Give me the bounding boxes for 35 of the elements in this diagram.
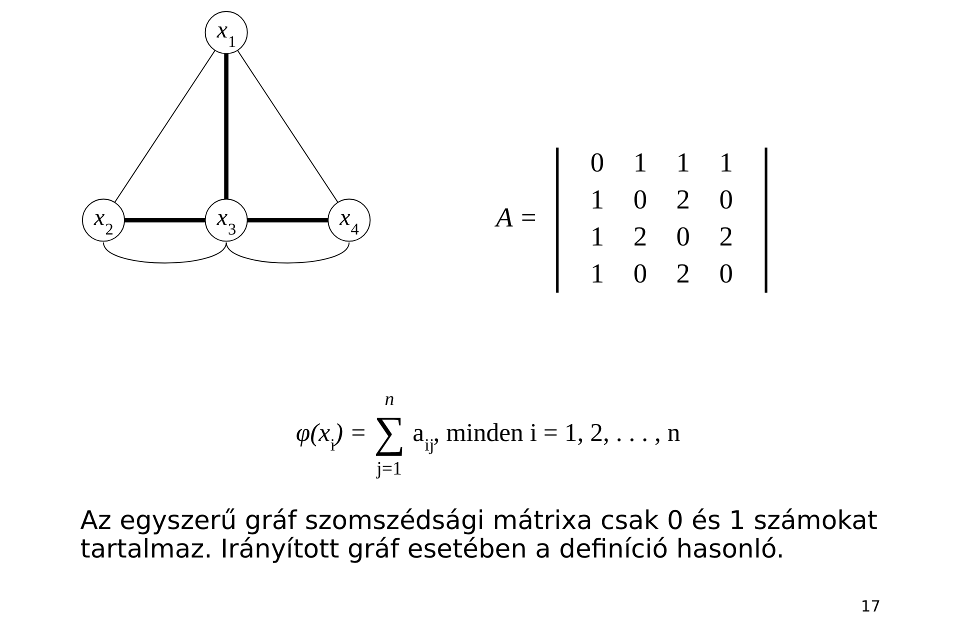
label: 2 bbox=[632, 222, 647, 252]
connector bbox=[124, 218, 205, 222]
label: φ(x$_{i}$) = bbox=[295, 418, 366, 454]
node-circle: x$_{1}$ bbox=[204, 11, 248, 54]
connector bbox=[102, 242, 226, 264]
connector bbox=[224, 54, 228, 200]
label: 0 bbox=[632, 184, 647, 215]
label: 17 bbox=[860, 598, 880, 616]
connector bbox=[236, 50, 338, 203]
label: n bbox=[384, 388, 394, 410]
label: 0 bbox=[676, 222, 690, 252]
label: 0 bbox=[590, 148, 604, 178]
label: 1 bbox=[676, 148, 690, 178]
label: ∑ bbox=[374, 408, 405, 456]
node-circle: x$_{2}$ bbox=[81, 198, 124, 242]
label: 1 bbox=[590, 222, 604, 252]
label: 0 bbox=[632, 258, 647, 289]
label: 2 bbox=[718, 222, 732, 252]
node-circle: x$_{4}$ bbox=[327, 198, 370, 242]
connector bbox=[225, 242, 350, 264]
label: 1 bbox=[718, 148, 732, 178]
label: 2 bbox=[676, 184, 690, 215]
connector bbox=[114, 50, 215, 203]
connector bbox=[246, 218, 328, 222]
label: 1 bbox=[590, 184, 604, 215]
label: A = bbox=[495, 202, 538, 232]
label: 2 bbox=[676, 258, 690, 289]
label: 0 bbox=[718, 258, 732, 289]
node-circle: x$_{3}$ bbox=[204, 198, 248, 242]
label: j=1 bbox=[376, 458, 402, 480]
label: 1 bbox=[632, 148, 647, 178]
label: a$_{ij}$, minden i = 1, 2, . . . , n bbox=[412, 418, 680, 454]
label: 0 bbox=[718, 184, 732, 215]
label: 1 bbox=[590, 258, 604, 289]
label: Az egyszerű gráf szomszédsági mátrixa csak 0 és 1 számokat tartalmaz. Irányított gráf esetében a definíció hasonló. bbox=[80, 506, 877, 564]
